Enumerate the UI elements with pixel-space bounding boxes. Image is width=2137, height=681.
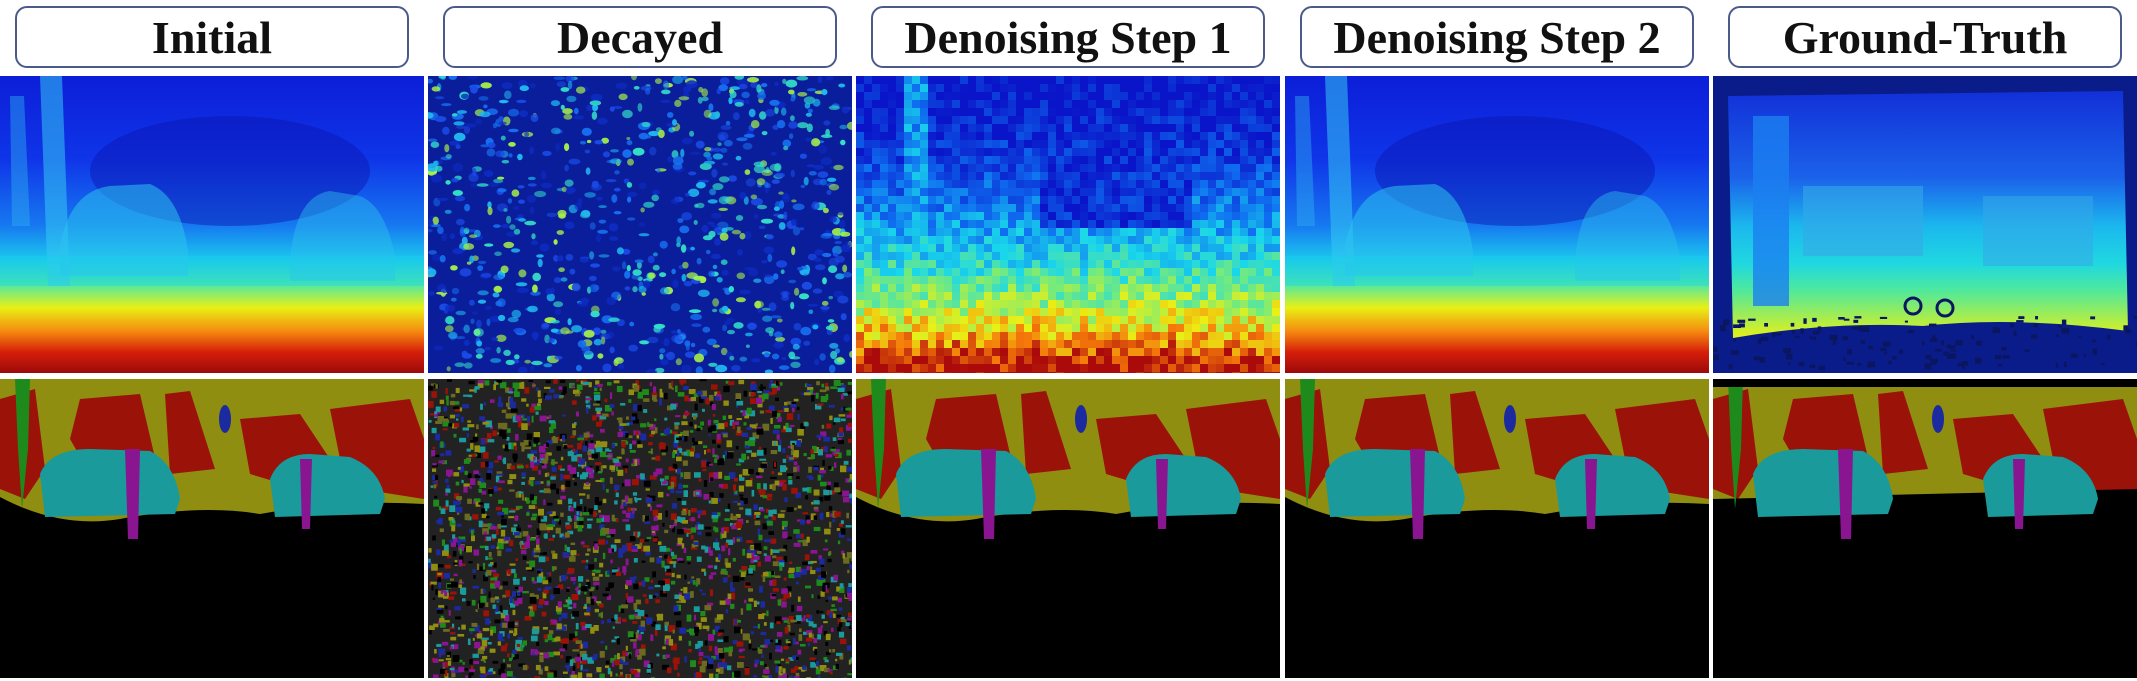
column-ground-truth: Ground-Truth: [1713, 0, 2137, 681]
column-denoising-step-1: Denoising Step 1: [856, 0, 1280, 681]
column-label: Initial: [151, 11, 273, 63]
segmentation-map-ground-truth: [1713, 379, 2137, 678]
segmentation-image: [1713, 379, 2137, 678]
depth-map-decayed: [428, 76, 852, 373]
column-denoising-step-2: Denoising Step 2: [1285, 0, 1709, 681]
depth-image: [0, 76, 424, 373]
segmentation-image: [856, 379, 1280, 678]
column-label-box: Decayed: [443, 6, 837, 68]
column-label: Denoising Step 2: [1333, 11, 1661, 63]
segmentation-map-initial: [0, 379, 424, 678]
column-initial: Initial: [0, 0, 424, 681]
segmentation-image: [428, 379, 852, 678]
column-decayed: Decayed: [428, 0, 852, 681]
column-label: Denoising Step 1: [904, 11, 1232, 63]
segmentation-map-decayed: [428, 379, 852, 678]
depth-map-denoising-step-2: [1285, 76, 1709, 373]
depth-map-denoising-step-1: [856, 76, 1280, 373]
depth-image: [1285, 76, 1709, 373]
depth-image: [428, 76, 852, 373]
depth-map-initial: [0, 76, 424, 373]
segmentation-image: [0, 379, 424, 678]
column-label-box: Initial: [15, 6, 409, 68]
column-label-box: Denoising Step 1: [871, 6, 1265, 68]
column-label-box: Denoising Step 2: [1300, 6, 1694, 68]
depth-image: [1713, 76, 2137, 373]
column-label: Decayed: [556, 11, 724, 63]
column-label: Ground-Truth: [1782, 11, 2068, 63]
segmentation-image: [1285, 379, 1709, 678]
column-label-box: Ground-Truth: [1728, 6, 2122, 68]
depth-image: [856, 76, 1280, 373]
depth-map-ground-truth: [1713, 76, 2137, 373]
segmentation-map-denoising-step-2: [1285, 379, 1709, 678]
segmentation-map-denoising-step-1: [856, 379, 1280, 678]
